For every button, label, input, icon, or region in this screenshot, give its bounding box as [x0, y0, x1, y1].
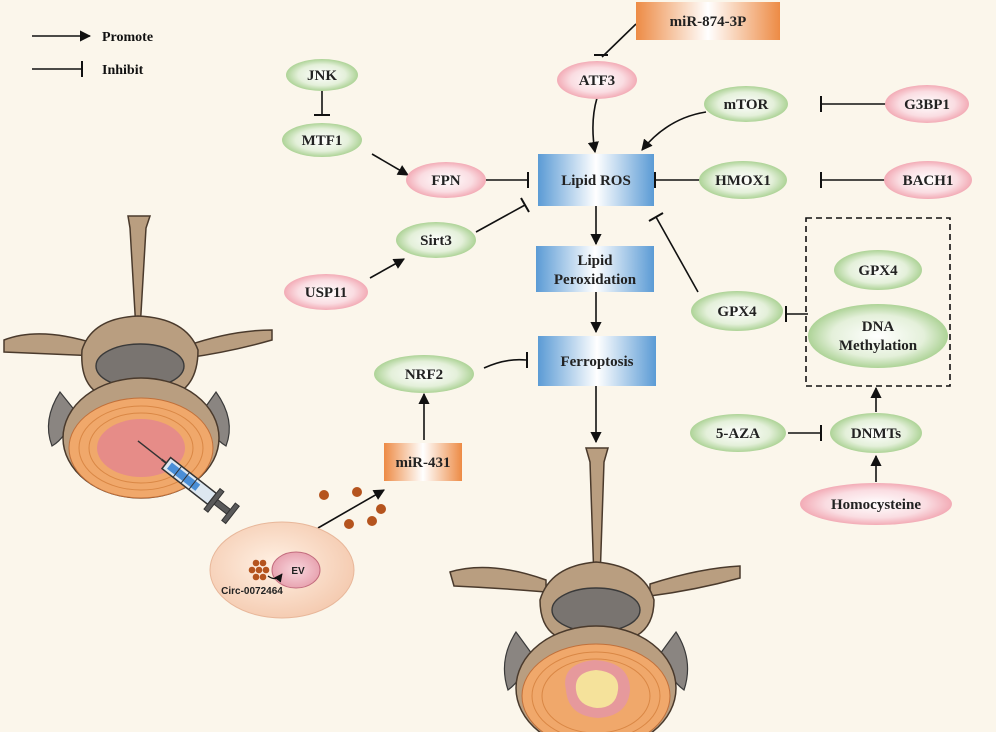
node-ferroptosis: Ferroptosis: [538, 336, 656, 386]
node-mir874-label: miR-874-3P: [670, 14, 747, 30]
node-homocysteine-label: Homocysteine: [831, 497, 921, 513]
node-usp11-label: USP11: [305, 285, 348, 301]
node-5-aza-label: 5-AZA: [716, 426, 760, 442]
node-dna-methylation-label-2: Methylation: [839, 338, 918, 354]
inhibit-legend-label: Inhibit: [102, 63, 144, 78]
edge-gpx4-lipidros: [655, 216, 699, 293]
edge-sirt3-lipidros: [475, 204, 526, 233]
node-homocysteine: Homocysteine: [800, 483, 952, 525]
node-dna-methylation-label-1: DNA: [862, 319, 895, 335]
circ-to-ev-arrow: [267, 573, 283, 583]
edge-sirt3-lipidros-bar: [520, 197, 530, 213]
edge-gpx4-lipidros-bar: [648, 212, 664, 222]
circ-rna-dots: [248, 559, 270, 581]
edge-mtor-lipidros: [641, 111, 707, 151]
node-atf3: ATF3: [557, 61, 637, 99]
legend: Promote Inhibit: [32, 30, 153, 78]
edge-mir874-atf3: [601, 23, 637, 58]
released-vesicles: [319, 487, 386, 529]
node-sirt3-label: Sirt3: [420, 233, 452, 249]
node-5-aza: 5-AZA: [690, 414, 786, 452]
node-bach1: BACH1: [884, 161, 972, 199]
node-atf3-label: ATF3: [579, 73, 615, 89]
node-gpx4-label: GPX4: [717, 304, 757, 320]
promote-legend-label: Promote: [102, 30, 153, 45]
node-dnmts-label: DNMTs: [851, 426, 901, 442]
node-lipid-peroxidation-label-2: Peroxidation: [554, 272, 637, 288]
vertebra-degenerated-illustration: [449, 447, 741, 732]
edge-mtf1-fpn: [371, 153, 409, 176]
node-fpn-label: FPN: [431, 173, 460, 189]
cell-illustration: EV Circ-0072464: [209, 521, 355, 619]
node-gpx4-boxed-label: GPX4: [858, 263, 898, 279]
edge-usp11-sirt3: [369, 258, 405, 279]
node-gpx4: GPX4: [691, 291, 783, 331]
node-dna-methylation: [808, 304, 948, 368]
node-lipid-ros: Lipid ROS: [538, 154, 654, 206]
node-dnmts: DNMTs: [830, 413, 922, 453]
edges: [314, 23, 886, 529]
node-mtf1: MTF1: [282, 123, 362, 157]
node-mir431: miR-431: [384, 443, 462, 481]
node-mtor: mTOR: [704, 86, 788, 122]
node-sirt3: Sirt3: [396, 222, 476, 258]
node-lipid-peroxidation-label-1: Lipid: [577, 253, 613, 269]
node-ferroptosis-label: Ferroptosis: [560, 354, 633, 370]
node-mir431-label: miR-431: [396, 455, 451, 471]
node-nrf2-label: NRF2: [405, 367, 443, 383]
node-mtor-label: mTOR: [724, 97, 769, 113]
node-nrf2: NRF2: [374, 355, 474, 393]
ev-vesicle: [271, 551, 321, 589]
node-lipid-peroxidation: Lipid Peroxidation: [536, 246, 654, 292]
node-mir874: miR-874-3P: [636, 2, 780, 40]
node-lipid-ros-label: Lipid ROS: [561, 173, 631, 189]
methylation-box: GPX4 DNA Methylation: [805, 217, 951, 387]
node-gpx4-boxed: [834, 250, 922, 290]
node-fpn: FPN: [406, 162, 486, 198]
edge-cell-mir431: [317, 489, 385, 529]
node-mtf1-label: MTF1: [302, 133, 343, 149]
vertebra-injected-illustration: [3, 215, 273, 525]
circ-label: Circ-0072464: [221, 586, 283, 597]
node-g3bp1: G3BP1: [885, 85, 969, 123]
node-usp11: USP11: [284, 274, 368, 310]
node-jnk: JNK: [286, 59, 358, 91]
node-jnk-label: JNK: [307, 68, 337, 84]
edge-nrf2-ferroptosis: [483, 358, 527, 369]
ev-label: EV: [291, 566, 305, 577]
edge-atf3-lipidros: [587, 97, 599, 154]
node-bach1-label: BACH1: [903, 173, 954, 189]
node-g3bp1-label: G3BP1: [904, 97, 950, 113]
node-hmox1-label: HMOX1: [715, 173, 771, 189]
node-hmox1: HMOX1: [699, 161, 787, 199]
